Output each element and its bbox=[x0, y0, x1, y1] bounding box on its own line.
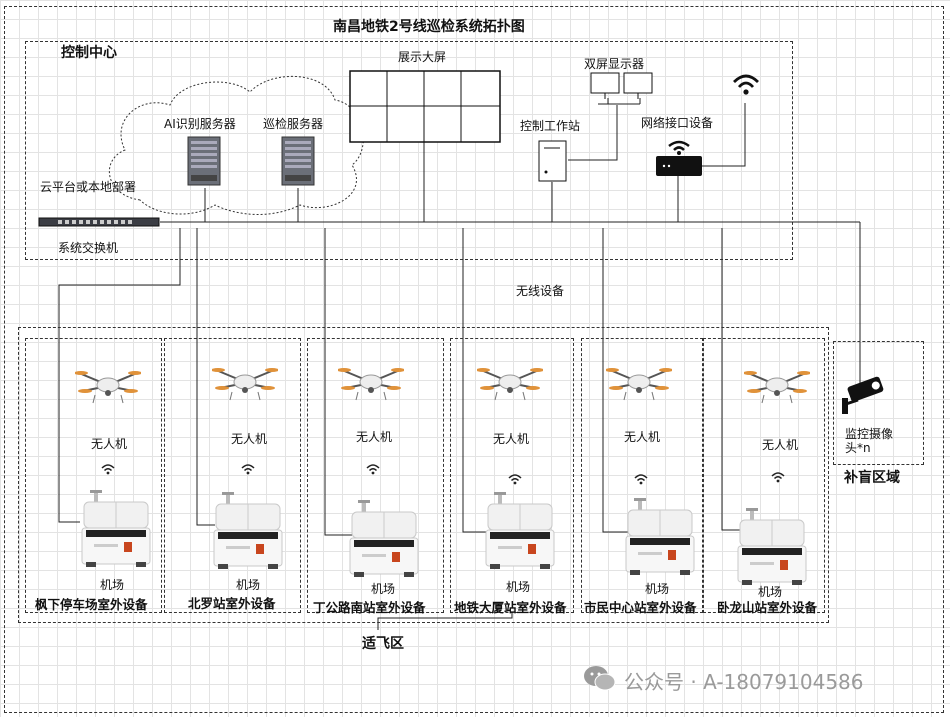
hangar-label: 机场 bbox=[645, 582, 670, 596]
drone-icon bbox=[605, 362, 673, 406]
station-zone bbox=[307, 338, 444, 613]
wifi-icon bbox=[508, 470, 522, 489]
cloud-outline bbox=[108, 75, 364, 215]
switch-icon bbox=[38, 217, 160, 227]
wifi-icon bbox=[366, 460, 380, 479]
server-icon bbox=[187, 136, 221, 186]
hangar-label: 机场 bbox=[236, 578, 261, 592]
camera-label: 监控摄像头*n bbox=[845, 427, 894, 455]
wifi-icon bbox=[101, 460, 115, 479]
field-zone bbox=[18, 327, 829, 623]
workstation-label: 控制工作站 bbox=[520, 119, 581, 133]
switch-label: 系统交换机 bbox=[58, 241, 119, 255]
drone-icon bbox=[337, 362, 405, 406]
station-title: 丁公路南站室外设备 bbox=[313, 600, 426, 615]
hangar-icon bbox=[624, 498, 696, 580]
hangar-icon bbox=[80, 490, 152, 572]
blind-area-zone bbox=[833, 341, 924, 465]
hangar-icon bbox=[348, 500, 420, 582]
flight-zone-label: 适飞区 bbox=[362, 636, 404, 652]
hangar-label: 机场 bbox=[506, 580, 531, 594]
hangar-icon bbox=[212, 492, 284, 574]
drone-label: 无人机 bbox=[493, 432, 530, 446]
cloud-label: 云平台或本地部署 bbox=[40, 180, 137, 194]
hangar-label: 机场 bbox=[100, 578, 125, 592]
control-center-label: 控制中心 bbox=[61, 45, 117, 61]
station-title: 北罗站室外设备 bbox=[188, 596, 276, 611]
station-zone bbox=[581, 338, 703, 613]
station-zone bbox=[25, 338, 162, 613]
wechat-icon bbox=[584, 666, 616, 691]
control-center-zone bbox=[25, 41, 793, 260]
router-icon bbox=[656, 140, 702, 176]
drone-label: 无人机 bbox=[231, 432, 268, 446]
hangar-icon bbox=[736, 508, 808, 590]
network-device-label: 网络接口设备 bbox=[641, 116, 714, 130]
server-icon bbox=[281, 136, 315, 186]
wifi-icon bbox=[771, 468, 785, 487]
dual-monitor-label: 双屏显示器 bbox=[584, 57, 645, 71]
hangar-label: 机场 bbox=[758, 585, 783, 599]
station-zone bbox=[703, 338, 825, 613]
drone-icon bbox=[476, 362, 544, 406]
station-title: 枫下停车场室外设备 bbox=[35, 597, 148, 612]
wifi-icon bbox=[634, 470, 648, 489]
display-wall-icon bbox=[349, 70, 501, 143]
workstation-icon bbox=[538, 140, 567, 182]
watermark-text: 公众号 · A-18079104586 bbox=[624, 670, 864, 694]
station-title: 地铁大厦站室外设备 bbox=[454, 600, 567, 615]
drone-icon bbox=[211, 362, 279, 406]
display-wall-label: 展示大屏 bbox=[398, 50, 447, 64]
camera-icon bbox=[842, 376, 884, 414]
hangar-icon bbox=[484, 492, 556, 574]
drone-icon bbox=[74, 365, 142, 409]
patrol-server-label: 巡检服务器 bbox=[263, 117, 324, 131]
station-zone bbox=[450, 338, 574, 613]
hangar-label: 机场 bbox=[371, 582, 396, 596]
diagram-title: 南昌地铁2号线巡检系统拓扑图 bbox=[333, 19, 525, 35]
drone-label: 无人机 bbox=[762, 438, 799, 452]
station-title: 卧龙山站室外设备 bbox=[717, 600, 818, 615]
outer-frame bbox=[4, 6, 944, 713]
drone-label: 无人机 bbox=[91, 437, 128, 451]
station-zone bbox=[164, 338, 301, 613]
drone-label: 无人机 bbox=[624, 430, 661, 444]
drone-label: 无人机 bbox=[356, 430, 393, 444]
blind-area-title: 补盲区域 bbox=[844, 470, 900, 486]
station-title: 市民中心站室外设备 bbox=[584, 600, 697, 615]
monitor-icon bbox=[590, 72, 653, 99]
ai-server-label: AI识别服务器 bbox=[164, 117, 236, 131]
wireless-label: 无线设备 bbox=[516, 284, 565, 298]
wifi-icon bbox=[241, 460, 255, 479]
wifi-icon bbox=[733, 74, 759, 95]
drone-icon bbox=[743, 365, 811, 409]
